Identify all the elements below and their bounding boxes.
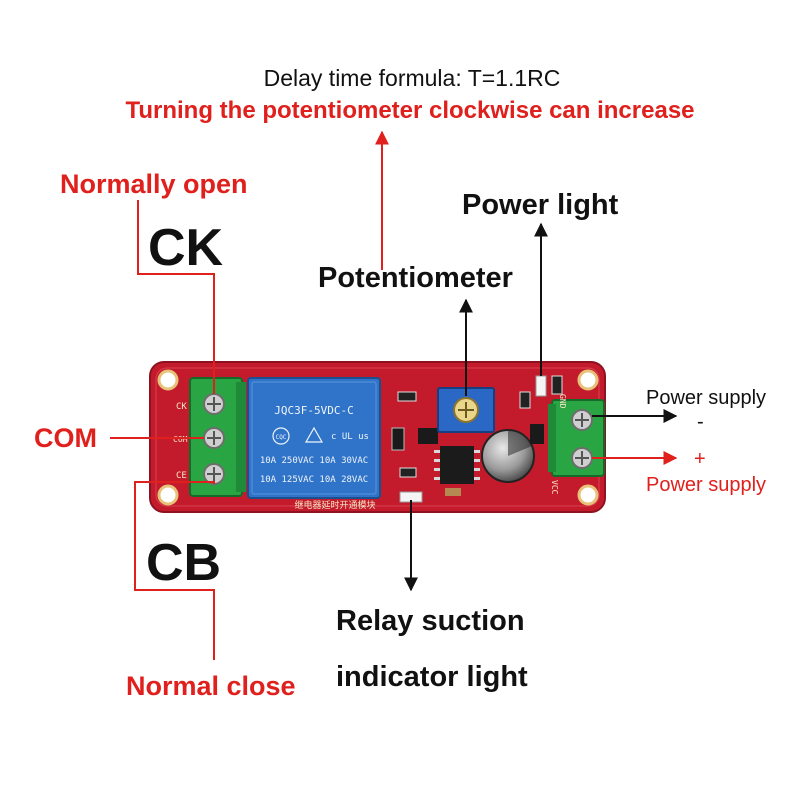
relay-indicator-label-line1: Relay suction <box>336 605 525 637</box>
relay-ul: c UL us <box>331 432 369 442</box>
timer-ic <box>434 446 480 484</box>
smd-capacitor <box>445 488 461 496</box>
relay-rating-1: 10A 250VAC 10A 30VAC <box>260 456 368 466</box>
output-terminal-block <box>189 377 246 497</box>
power-led <box>535 375 547 397</box>
ck-label: CK <box>148 219 224 277</box>
silk-gnd: GND <box>558 394 567 409</box>
normally-open-leader <box>137 200 215 394</box>
minus-sign: - <box>697 411 704 433</box>
normally-open-label: Normally open <box>60 169 248 199</box>
mounting-hole <box>577 369 599 391</box>
power-terminal-block <box>548 399 605 477</box>
smd-resistor <box>551 375 563 395</box>
relay-rating-2: 10A 125VAC 10A 28VAC <box>260 475 368 485</box>
electrolytic-capacitor <box>481 429 535 483</box>
silk-bottom: 继电器延时开通模块 <box>294 499 375 511</box>
com-label: COM <box>34 423 97 453</box>
relay-module-board: CK COM CE JQC3F-5VDC-C CQC c UL us 10A 2… <box>149 361 606 513</box>
transistor <box>418 428 438 444</box>
power-supply-plus-label: Power supply <box>646 474 766 496</box>
silk-vcc: VCC <box>550 480 559 495</box>
relay-cqc: CQC <box>276 434 287 441</box>
potentiometer-note: Turning the potentiometer clockwise can … <box>125 97 694 124</box>
normal-close-leader <box>134 481 215 660</box>
cqc-mark-icon <box>272 427 290 445</box>
silk-ck: CK <box>176 402 187 412</box>
formula-text: Delay time formula: T=1.1RC <box>264 65 561 91</box>
cb-label: CB <box>146 534 221 592</box>
smd-resistor <box>519 391 531 409</box>
relay-indicator-label-line2: indicator light <box>336 661 528 693</box>
smd-resistor <box>397 391 417 402</box>
smd-diode <box>391 427 405 451</box>
smd-resistor <box>399 467 417 478</box>
normal-close-label: Normal close <box>126 671 296 701</box>
mounting-hole <box>157 369 179 391</box>
warning-triangle-icon <box>304 426 324 443</box>
silk-ce: CE <box>176 471 187 481</box>
relay: JQC3F-5VDC-C CQC c UL us 10A 250VAC 10A … <box>247 377 381 499</box>
power-supply-minus-label: Power supply <box>646 387 766 409</box>
mounting-hole <box>157 484 179 506</box>
mounting-hole <box>577 484 599 506</box>
relay-model: JQC3F-5VDC-C <box>274 404 353 417</box>
silk-com: COM <box>173 435 188 444</box>
potentiometer-label: Potentiometer <box>318 262 513 294</box>
power-light-label: Power light <box>462 189 619 221</box>
smd-diode <box>530 424 544 444</box>
plus-sign: + <box>694 448 706 470</box>
